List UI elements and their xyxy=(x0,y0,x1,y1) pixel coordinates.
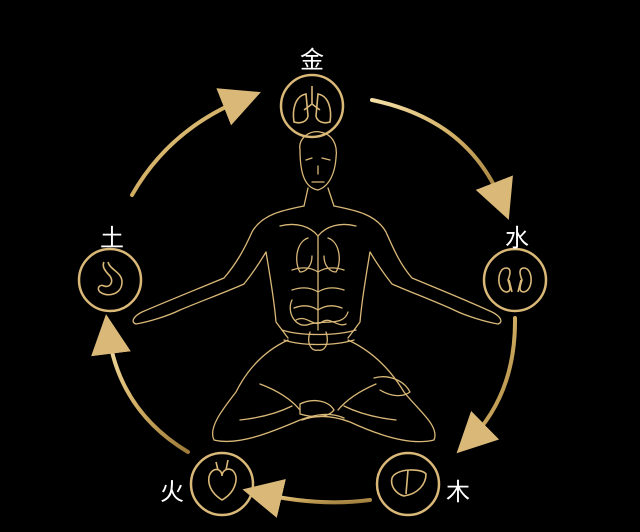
lungs-icon xyxy=(292,86,332,124)
element-earth xyxy=(77,247,143,313)
arrow-wood-to-fire xyxy=(242,478,372,518)
kidneys-icon xyxy=(498,267,532,293)
heart-icon xyxy=(207,459,237,501)
arrow-earth-to-metal xyxy=(130,88,261,197)
arrow-water-to-wood xyxy=(456,316,518,454)
element-metal xyxy=(279,73,345,139)
liver-icon xyxy=(390,469,427,497)
label-water: 水 xyxy=(505,224,529,252)
label-earth: 土 xyxy=(100,224,124,252)
label-metal: 金 xyxy=(300,46,324,74)
arrow-metal-to-water xyxy=(370,98,513,220)
cycle-arrows xyxy=(91,88,518,518)
meditating-figure-icon xyxy=(132,131,502,443)
arrow-fire-to-earth xyxy=(91,314,190,454)
stomach-icon xyxy=(97,261,123,296)
element-wood xyxy=(375,451,441,517)
element-water xyxy=(482,247,548,313)
label-fire: 火 xyxy=(160,478,184,506)
label-wood: 木 xyxy=(446,478,470,506)
element-fire xyxy=(189,451,255,517)
